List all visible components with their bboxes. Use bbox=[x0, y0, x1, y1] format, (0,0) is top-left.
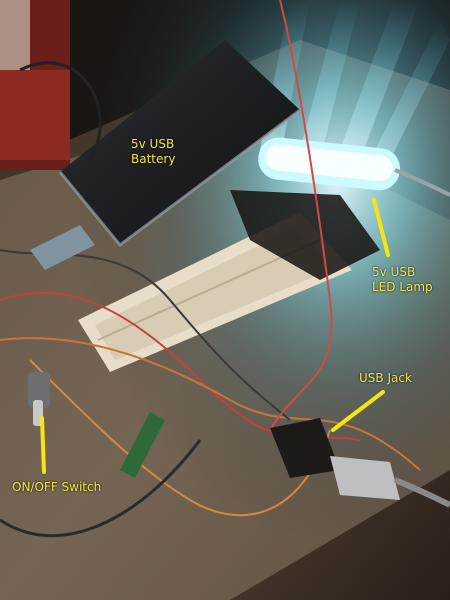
switch-label: ON/OFF Switch bbox=[12, 480, 101, 495]
lamp-label-line2: LED Lamp bbox=[372, 280, 433, 294]
battery-label-line1: 5v USB bbox=[131, 137, 175, 151]
toggle-switch bbox=[28, 372, 50, 408]
battery-label-line2: Battery bbox=[131, 152, 176, 166]
wire-red bbox=[269, 0, 333, 431]
usb-cable-plug bbox=[330, 456, 400, 500]
wire-black bbox=[0, 439, 202, 538]
light-beam bbox=[300, 0, 360, 160]
pointer-switch bbox=[40, 416, 46, 474]
lamp-base bbox=[230, 190, 380, 280]
jack-label: USB Jack bbox=[359, 371, 412, 386]
usb-plug bbox=[30, 225, 95, 270]
battery-label: 5v USB Battery bbox=[131, 137, 175, 167]
usb-cable bbox=[393, 477, 450, 508]
usb-battery bbox=[60, 40, 300, 245]
lamp-cable bbox=[394, 168, 450, 197]
usb-battery-edge bbox=[58, 108, 301, 248]
lamp-label: 5v USB LED Lamp bbox=[372, 265, 433, 295]
led-lamp-highlight bbox=[265, 144, 393, 182]
wire-black bbox=[19, 61, 102, 161]
light-beam bbox=[370, 20, 450, 170]
pointer-jack bbox=[331, 390, 385, 432]
wire-orange bbox=[0, 337, 421, 471]
switch-label-text: ON/OFF Switch bbox=[12, 480, 102, 494]
green-module bbox=[120, 412, 165, 478]
usb-jack bbox=[270, 418, 340, 478]
jack-label-text: USB Jack bbox=[359, 371, 412, 385]
light-beam bbox=[340, 0, 420, 160]
wire-orange bbox=[29, 359, 331, 517]
pointer-lamp bbox=[372, 198, 390, 257]
lamp-label-line1: 5v USB bbox=[372, 265, 416, 279]
